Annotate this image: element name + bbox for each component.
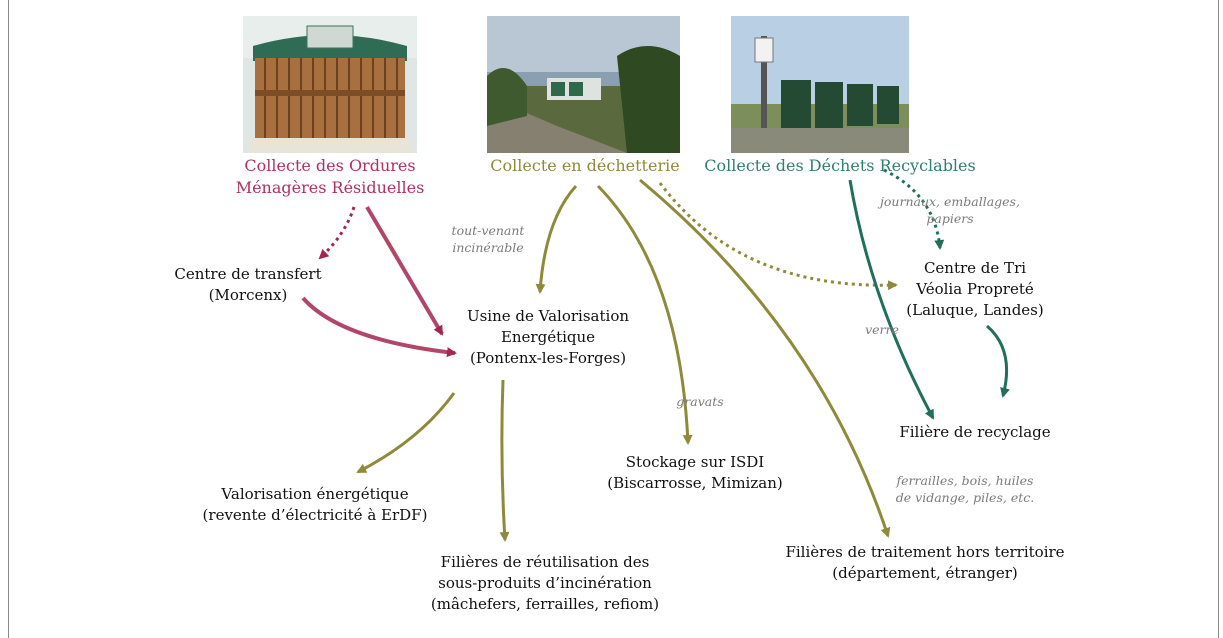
node-recyclage-line1: Filière de recyclage bbox=[899, 423, 1051, 441]
node-isdi: Stockage sur ISDI (Biscarrosse, Mimizan) bbox=[595, 452, 795, 494]
source-omr-label: Collecte des Ordures Ménagères Résiduell… bbox=[220, 155, 440, 199]
arrow-dech-to-uve bbox=[535, 184, 578, 294]
source-recyclables-label: Collecte des Déchets Recyclables bbox=[700, 155, 980, 177]
node-isdi-line1: Stockage sur ISDI bbox=[625, 453, 765, 471]
node-isdi-line2: (Biscarrosse, Mimizan) bbox=[607, 474, 783, 492]
node-uve-line2: Energétique bbox=[500, 328, 596, 346]
node-valorisation: Valorisation énergétique (revente d’élec… bbox=[190, 484, 440, 526]
node-hors-territoire: Filières de traitement hors territoire (… bbox=[760, 542, 1090, 584]
source-dech-line1: Collecte en déchetterie bbox=[490, 156, 680, 175]
node-transfert-line2: (Morcenx) bbox=[208, 286, 288, 304]
source-recy-line1: Collecte des Déchets Recyclables bbox=[704, 156, 976, 175]
arrow-recy-to-recyclage bbox=[848, 179, 935, 420]
note-toutvenant-line1: tout-venant bbox=[451, 223, 525, 238]
diagram-frame bbox=[8, 0, 1219, 638]
node-filiere-recyclage: Filière de recyclage bbox=[880, 422, 1070, 443]
arrow-omr-to-transfert bbox=[318, 206, 356, 260]
source-dechetterie-label: Collecte en déchetterie bbox=[460, 155, 710, 177]
node-uve: Usine de Valorisation Energétique (Ponte… bbox=[448, 306, 648, 369]
arrow-dech-to-isdi bbox=[596, 184, 693, 445]
source-omr-line2: Ménagères Résiduelles bbox=[235, 178, 425, 197]
node-reutil-line2: sous-produits d’incinération bbox=[438, 574, 652, 592]
arrow-omr-to-uve bbox=[365, 205, 444, 336]
dechetterie-photo bbox=[487, 16, 680, 153]
node-hors-line1: Filières de traitement hors territoire bbox=[785, 543, 1065, 561]
arrow-recy-to-tri bbox=[883, 168, 945, 250]
node-tri-line1: Centre de Tri bbox=[923, 259, 1027, 277]
arrow-uve-to-valo bbox=[356, 392, 456, 474]
node-tri-line2: Véolia Propreté bbox=[916, 280, 1034, 298]
note-journaux-line2: papiers bbox=[926, 211, 974, 226]
node-reutil-line1: Filières de réutilisation des bbox=[440, 553, 650, 571]
note-toutvenant-line2: incinérable bbox=[452, 240, 524, 255]
arrow-tri-to-recyclage bbox=[986, 324, 1010, 398]
note-verre: verre bbox=[865, 322, 899, 337]
note-tout-venant: tout-venant incinérable bbox=[448, 222, 528, 256]
omr-bin-photo bbox=[243, 16, 417, 153]
node-transfert-line1: Centre de transfert bbox=[174, 265, 322, 283]
node-centre-tri: Centre de Tri Véolia Propreté (Laluque, … bbox=[890, 258, 1060, 321]
arrow-dech-to-hors bbox=[639, 178, 891, 538]
node-centre-transfert: Centre de transfert (Morcenx) bbox=[158, 264, 338, 306]
node-reutil-line3: (mâchefers, ferrailles, refiom) bbox=[430, 595, 660, 613]
node-hors-line2: (département, étranger) bbox=[832, 564, 1018, 582]
arrow-uve-to-reutil bbox=[499, 379, 510, 542]
note-journaux: journaux, emballages, papiers bbox=[880, 193, 1020, 227]
note-ferrailles-line2: de vidange, piles, etc. bbox=[895, 490, 1035, 505]
note-ferrailles-line1: ferrailles, bois, huiles bbox=[896, 473, 1034, 488]
node-tri-line3: (Laluque, Landes) bbox=[906, 301, 1044, 319]
node-reutilisation: Filières de réutilisation des sous-produ… bbox=[405, 552, 685, 615]
arrow-transfert-to-uve bbox=[301, 296, 457, 358]
note-ferrailles: ferrailles, bois, huiles de vidange, pil… bbox=[890, 472, 1040, 506]
source-omr-line1: Collecte des Ordures bbox=[244, 156, 416, 175]
node-uve-line1: Usine de Valorisation bbox=[466, 307, 630, 325]
node-valo-line1: Valorisation énergétique bbox=[221, 485, 409, 503]
arrow-dech-to-tri bbox=[658, 182, 898, 291]
node-valo-line2: (revente d’électricité à ErDF) bbox=[202, 506, 428, 524]
recyclables-photo bbox=[731, 16, 909, 153]
node-uve-line3: (Pontenx-les-Forges) bbox=[469, 349, 627, 367]
note-journaux-line1: journaux, emballages, bbox=[880, 194, 1020, 209]
note-gravats: gravats bbox=[676, 394, 724, 409]
